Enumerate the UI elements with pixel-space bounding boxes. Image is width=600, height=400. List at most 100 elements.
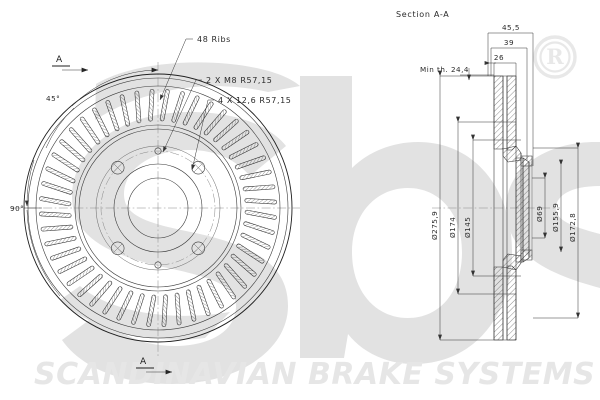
- hub-flange-circle: [78, 128, 238, 288]
- bolt-holes-small: [154, 147, 162, 269]
- cooling-rib: [213, 118, 239, 143]
- cooling-rib: [66, 265, 95, 287]
- cooling-rib: [182, 95, 200, 126]
- cooling-rib: [196, 284, 211, 316]
- section-view: Section A-A: [396, 10, 580, 341]
- rib-inner-circle: [74, 124, 242, 292]
- min-thickness-annotation: Min th. 24,4: [420, 65, 494, 81]
- annotation-48-ribs: 48 Ribs: [159, 35, 231, 101]
- angle-90-label: 90°: [10, 204, 24, 213]
- diameter-dimension-69: Ø69: [532, 172, 547, 239]
- bolt-circle: [100, 150, 216, 266]
- diameter-dimension-155-9: Ø155,9: [551, 159, 563, 253]
- cooling-rib: [215, 271, 237, 300]
- linear-dimension-45-5-label: 45,5: [502, 23, 520, 32]
- cooling-rib: [102, 286, 123, 315]
- cooling-rib: [89, 280, 113, 307]
- cooling-rib: [236, 243, 265, 264]
- cooling-rib: [77, 273, 103, 298]
- linear-dimension-39-label: 39: [504, 38, 514, 47]
- footer-brand-text: SCANDINAVIAN BRAKE SYSTEMS: [34, 357, 595, 392]
- annotation-2x-m8: 2 X M8 R57,15: [162, 76, 272, 153]
- cooling-rib: [174, 292, 182, 326]
- cooling-rib: [161, 294, 168, 328]
- bolt-hole-large: [191, 241, 206, 256]
- bolt-hole-large: [191, 160, 206, 175]
- cooling-rib: [230, 253, 257, 277]
- bolt-hole-small: [154, 147, 162, 155]
- section-mark-a-top-label: A: [56, 55, 63, 65]
- cooling-rib: [243, 221, 275, 235]
- registered-trademark-icon: R: [533, 35, 577, 79]
- cooling-rib: [223, 263, 248, 289]
- cooling-rib: [40, 224, 74, 232]
- annotation-48-ribs-label: 48 Ribs: [197, 35, 231, 44]
- bolt-hole-large: [110, 241, 125, 256]
- diameter-dimension-172-8-label: Ø172,8: [568, 213, 577, 242]
- linear-dimension-45-5: 45,5: [487, 23, 534, 166]
- cooling-rib: [51, 152, 80, 173]
- diameter-dimension-275-9-label: Ø275,9: [430, 211, 439, 240]
- cooling-rib: [45, 166, 76, 184]
- cooling-rib: [79, 116, 101, 145]
- cooling-rib: [159, 89, 170, 122]
- cooling-rib: [38, 211, 72, 218]
- linear-dimension-26: 26: [484, 53, 517, 76]
- cooling-rib: [240, 232, 271, 250]
- section-mark-a-bottom: A: [136, 357, 173, 375]
- diameter-dimension-155-9-label: Ø155,9: [551, 203, 560, 232]
- cooling-rib: [242, 184, 276, 192]
- cooling-rib: [116, 290, 134, 321]
- cooling-rib: [59, 139, 86, 163]
- cooling-rib: [228, 142, 259, 160]
- diameter-dimension-145-label: Ø145: [463, 217, 472, 238]
- diameter-dimension-174-label: Ø174: [448, 217, 457, 238]
- section-mark-a-top: A: [52, 55, 89, 73]
- cooling-rib: [131, 293, 145, 325]
- bolt-holes-large: [110, 160, 206, 256]
- section-view-heading: Section A-A: [396, 10, 449, 19]
- rotor-section-profile: [493, 75, 533, 341]
- annotation-4x-12-6-label: 4 X 12,6 R57,15: [218, 96, 291, 105]
- cooling-rib: [50, 246, 82, 261]
- cooling-rib: [221, 129, 250, 151]
- angle-90-dimension: 90°: [10, 159, 61, 297]
- cooling-rib: [185, 289, 197, 322]
- cooling-ribs: [38, 88, 278, 328]
- bolt-hole-small: [154, 261, 162, 269]
- svg-text:R: R: [546, 44, 564, 69]
- cooling-rib: [146, 294, 157, 327]
- cooling-rib: [119, 94, 131, 127]
- cooling-rib: [206, 278, 224, 309]
- min-thickness-label: Min th. 24,4: [420, 65, 469, 74]
- cooling-rib: [105, 100, 120, 132]
- linear-dimension-26-label: 26: [494, 53, 504, 62]
- cooling-rib: [171, 91, 185, 123]
- cooling-rib: [203, 109, 227, 136]
- hub-step-circle: [95, 145, 221, 271]
- diameter-dimension-275-9: Ø275,9: [430, 70, 494, 341]
- annotation-2x-m8-label: 2 X M8 R57,15: [206, 76, 272, 85]
- cooling-rib: [239, 169, 272, 181]
- cooling-rib: [44, 235, 77, 247]
- linear-dimension-39: 39: [490, 38, 528, 160]
- cooling-rib: [41, 181, 73, 195]
- front-view-disc: 45° 90° A A: [10, 35, 300, 375]
- diameter-dimension-69-label: Ø69: [535, 206, 544, 222]
- bolt-hole-large: [110, 160, 125, 175]
- cooling-rib: [234, 155, 266, 170]
- cooling-rib: [68, 127, 93, 153]
- angle-45-dimension: 45°: [45, 67, 159, 149]
- cooling-rib: [244, 209, 277, 220]
- diameter-dimension-145: Ø145: [463, 134, 521, 277]
- section-mark-a-bottom-label: A: [140, 357, 147, 367]
- center-bore: [127, 177, 189, 239]
- angle-45-label: 45°: [46, 94, 60, 103]
- cooling-rib: [193, 101, 214, 130]
- cooling-rib: [134, 90, 142, 124]
- cooling-rib: [148, 88, 155, 122]
- cooling-rib: [92, 107, 110, 138]
- hub-face-circle: [113, 163, 203, 253]
